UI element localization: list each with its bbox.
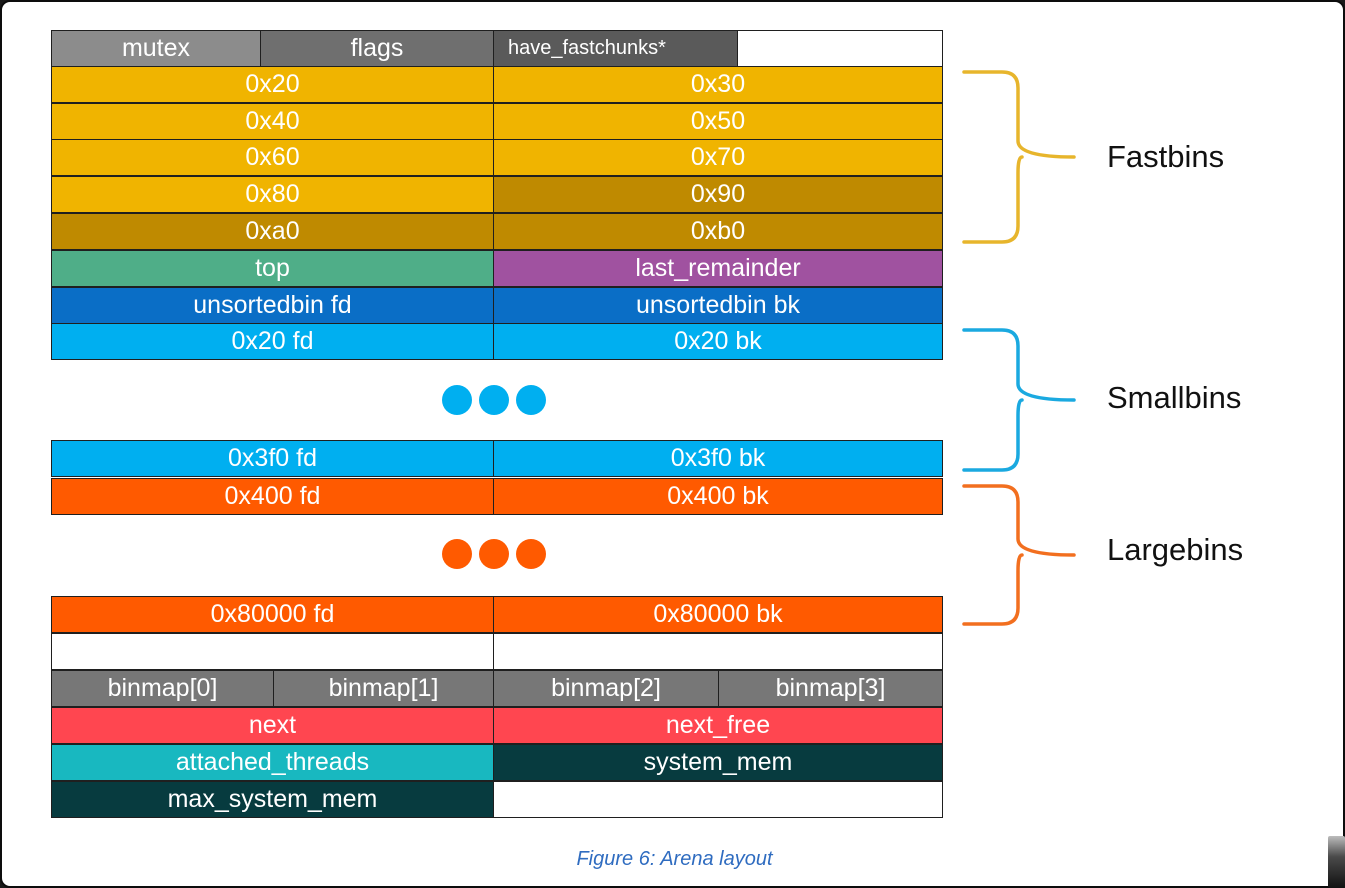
cell-0x70: 0x70 — [493, 139, 943, 176]
cell-0x80000-fd: 0x80000 fd — [51, 596, 494, 633]
ellipsis-dot — [442, 385, 472, 415]
cell-0x400-fd: 0x400 fd — [51, 478, 494, 515]
figure-caption: Figure 6: Arena layout — [576, 848, 773, 870]
cell-0xa0: 0xa0 — [51, 213, 494, 250]
cell-have-fastchunks: have_fastchunks* — [493, 30, 738, 67]
cell-0x60: 0x60 — [51, 139, 494, 176]
cell-max-system-mem: max_system_mem — [51, 781, 494, 818]
cell-binmap-0: binmap[0] — [51, 670, 274, 707]
scroll-thumb[interactable] — [1328, 836, 1345, 888]
ellipsis-dot — [516, 385, 546, 415]
ellipsis-dot — [479, 385, 509, 415]
cell-empty — [51, 633, 494, 670]
cell-attached-threads: attached_threads — [51, 744, 494, 781]
ellipsis-dot — [479, 539, 509, 569]
cell-last-remainder: last_remainder — [493, 250, 943, 287]
cell-0x90: 0x90 — [493, 176, 943, 213]
cell-unsortedbin-bk: unsortedbin bk — [493, 287, 943, 324]
cell-0x20-bk: 0x20 bk — [493, 323, 943, 360]
label-fastbins: Fastbins — [1107, 139, 1225, 174]
cell-next-free: next_free — [493, 707, 943, 744]
cell-0xb0: 0xb0 — [493, 213, 943, 250]
cell-mutex: mutex — [51, 30, 261, 67]
ellipsis-dot — [516, 539, 546, 569]
brace-smallbins — [962, 328, 1076, 472]
cell-empty — [493, 633, 943, 670]
cell-binmap-1: binmap[1] — [273, 670, 494, 707]
brace-fastbins — [962, 70, 1076, 244]
cell-0x400-bk: 0x400 bk — [493, 478, 943, 515]
cell-0x3f0-fd: 0x3f0 fd — [51, 440, 494, 477]
brace-largebins — [962, 484, 1076, 626]
cell-0x30: 0x30 — [493, 66, 943, 103]
cell-0x80: 0x80 — [51, 176, 494, 213]
cell-0x80000-bk: 0x80000 bk — [493, 596, 943, 633]
cell-top: top — [51, 250, 494, 287]
cell-binmap-3: binmap[3] — [718, 670, 943, 707]
ellipsis-dot — [442, 539, 472, 569]
cell-empty — [493, 781, 943, 818]
cell-0x3f0-bk: 0x3f0 bk — [493, 440, 943, 477]
cell-unsortedbin-fd: unsortedbin fd — [51, 287, 494, 324]
cell-next: next — [51, 707, 494, 744]
cell-0x50: 0x50 — [493, 103, 943, 140]
cell-0x20: 0x20 — [51, 66, 494, 103]
label-largebins: Largebins — [1107, 532, 1244, 567]
cell-system-mem: system_mem — [493, 744, 943, 781]
cell-0x20-fd: 0x20 fd — [51, 323, 494, 360]
cell-0x40: 0x40 — [51, 103, 494, 140]
label-smallbins: Smallbins — [1107, 380, 1242, 415]
